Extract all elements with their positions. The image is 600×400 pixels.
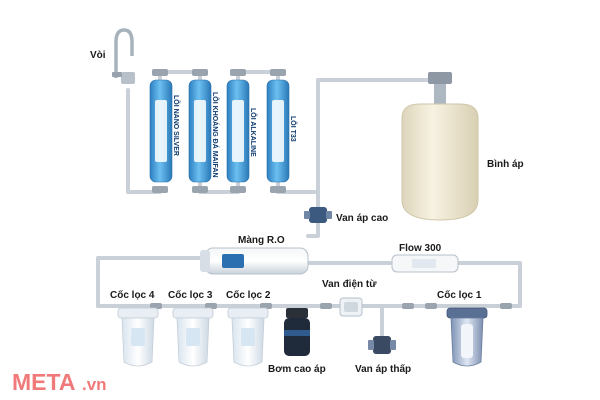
housing-cap [117, 307, 159, 319]
cartridge-label-panel [232, 100, 244, 162]
tank-valve [428, 72, 452, 84]
brand-name: META [12, 369, 75, 395]
fitting [320, 303, 332, 309]
membrane-tag [222, 254, 244, 268]
faucet-handle [112, 72, 122, 77]
valve-cap [326, 211, 332, 219]
fitting [192, 69, 208, 76]
housing-tag [241, 328, 255, 346]
fitting [500, 303, 512, 309]
fitting [152, 69, 168, 76]
housing-cartridge [461, 324, 473, 358]
fitting [152, 186, 168, 193]
fitting [260, 303, 272, 309]
cartridge-label-panel [272, 100, 284, 162]
pipe-valve-membrane [306, 220, 320, 238]
flow-label: Flow 300 [399, 243, 442, 254]
flow-restrictor [391, 254, 459, 273]
cartridge-4-label: LÕI T33 [289, 116, 298, 142]
pipe-faucet-in [126, 88, 162, 194]
faucet-label: Vòi [90, 50, 106, 61]
filter-housing-3 [172, 307, 214, 367]
fitting [150, 303, 162, 309]
pipe-fittings [150, 69, 512, 309]
fitting [402, 303, 414, 309]
housing-cap [172, 307, 214, 319]
faucet-body [121, 72, 135, 84]
solenoid-coil [344, 302, 358, 312]
pump-label: Bơm cao áp [268, 364, 326, 375]
pipe-flow-out [456, 261, 522, 308]
valve-cap [304, 211, 310, 219]
filter-housing-2 [227, 307, 269, 367]
fitting [230, 69, 246, 76]
booster-pump [284, 308, 310, 356]
pump-head [286, 308, 308, 318]
valve-body [373, 336, 391, 354]
cartridge-maifan [188, 79, 212, 183]
cartridge-label-panel [155, 100, 167, 162]
cartridge-1-label: LÕI NANO SILVER [172, 95, 181, 156]
filter-housing-4 [117, 307, 159, 367]
housing-cap [227, 307, 269, 319]
tank-body [401, 103, 479, 221]
faucet-spout [114, 28, 134, 78]
pipe-membrane-left [96, 256, 207, 308]
meta-logo: META .vn [12, 369, 107, 395]
cartridge-2-label: LÕI KHOÁNG ĐÁ MAIFAN [211, 92, 220, 178]
housing-tag [131, 328, 145, 346]
housing-cap [446, 307, 488, 319]
fitting [192, 186, 208, 193]
membrane-housing [204, 247, 309, 275]
cartridge-label-panel [194, 100, 206, 162]
low-pressure-valve [368, 336, 396, 354]
pump-band [284, 330, 310, 336]
valve-cap [368, 340, 374, 350]
cartridge-3-label: LÕI ALKALINE [249, 108, 258, 157]
ro-membrane [200, 247, 309, 275]
filter-3-label: Cốc lọc 3 [168, 289, 213, 301]
tank-label: Bình áp [487, 159, 524, 170]
filter-4-label: Cốc lọc 4 [110, 289, 155, 301]
tank-neck [434, 84, 446, 104]
filter-2-label: Cốc lọc 2 [226, 289, 271, 301]
valve-cap [390, 340, 396, 350]
high-pressure-valve [304, 207, 332, 223]
pipe-c4-valve [276, 180, 320, 210]
pressure-tank [401, 72, 479, 221]
solenoid-label: Van điện từ [322, 279, 377, 290]
membrane-endcap [200, 250, 210, 272]
pump-motor [284, 318, 310, 356]
pipes [96, 70, 522, 340]
solenoid-valve [339, 297, 363, 317]
housing-tag [186, 328, 200, 346]
brand-suffix: .vn [82, 375, 107, 394]
high-valve-label: Van áp cao [336, 213, 388, 224]
filter-housing-1 [446, 307, 488, 367]
fitting [205, 303, 217, 309]
membrane-label: Màng R.O [238, 235, 285, 246]
fitting [230, 186, 246, 193]
flow-tag [412, 259, 436, 268]
fitting [270, 69, 286, 76]
fitting [270, 186, 286, 193]
cartridge-alkaline [226, 79, 250, 183]
filter-1-label: Cốc lọc 1 [437, 289, 482, 301]
faucet [112, 28, 135, 84]
low-valve-label: Van áp thấp [355, 363, 411, 375]
cartridge-nano-silver [149, 79, 173, 183]
valve-body [309, 207, 327, 223]
cartridge-t33 [266, 79, 290, 183]
fitting [425, 303, 437, 309]
